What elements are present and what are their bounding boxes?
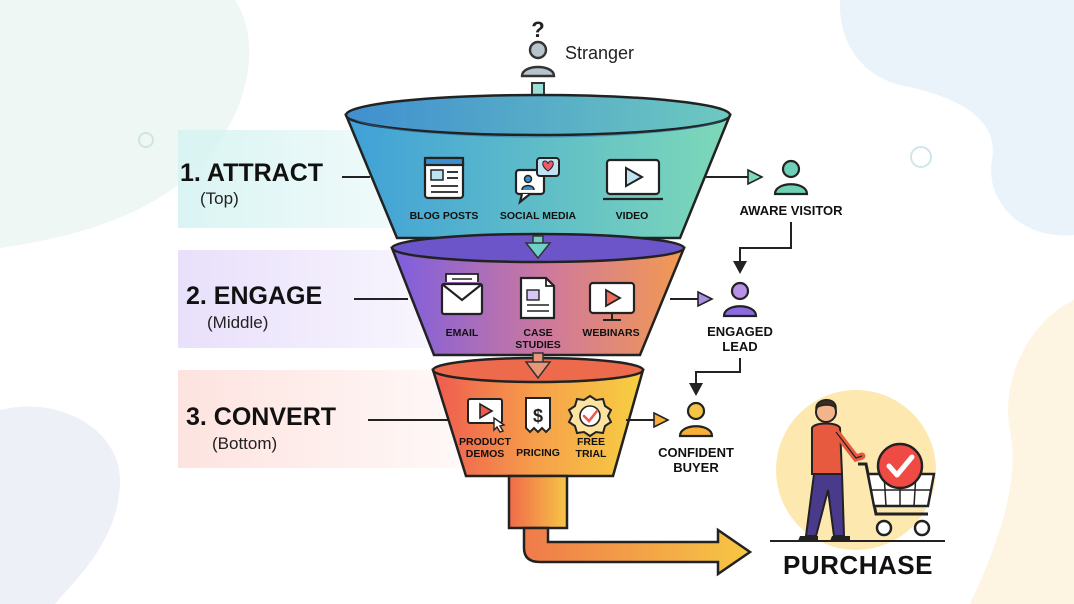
demo-screen-icon <box>467 398 506 433</box>
channel-pricing: $ PRICING <box>516 397 560 459</box>
channel-label: FREE <box>577 436 605 448</box>
svg-text:$: $ <box>533 406 543 426</box>
webinar-icon <box>588 281 636 321</box>
stage-title-engage: 2. ENGAGE <box>186 282 322 310</box>
stage-subtitle-engage: (Middle) <box>207 313 268 332</box>
channel-label: PRODUCT <box>459 436 512 448</box>
stage-label-engage: 2. ENGAGE (Middle) <box>186 282 408 332</box>
background-ring <box>910 146 932 168</box>
channel-label: VIDEO <box>616 210 649 222</box>
document-icon <box>423 156 465 200</box>
person-icon <box>773 159 809 196</box>
stage-label-attract: 1. ATTRACT (Top) <box>180 159 370 208</box>
channel-label: SOCIAL MEDIA <box>500 210 577 222</box>
channel-label: PRICING <box>516 447 560 459</box>
channel-label: CASE <box>523 327 552 339</box>
funnel-spout <box>507 474 753 577</box>
case-study-icon <box>519 276 556 320</box>
channel-email: EMAIL <box>440 273 484 339</box>
channel-free-trial: FREE TRIAL <box>567 394 613 460</box>
channel-blog-posts: BLOG POSTS <box>410 156 479 222</box>
shopping-cart-icon <box>858 442 936 537</box>
channel-label: BLOG POSTS <box>410 210 479 222</box>
persona-label-line2: BUYER <box>673 460 719 475</box>
purchase-scene: PURCHASE <box>770 390 945 580</box>
channel-product-demos: PRODUCT DEMOS <box>459 398 512 460</box>
stage-subtitle-convert: (Bottom) <box>212 434 277 453</box>
channel-video: VIDEO <box>603 158 663 222</box>
background-dot <box>138 132 154 148</box>
arrowhead <box>689 383 703 396</box>
price-tag-icon: $ <box>525 397 551 434</box>
arrowhead <box>653 411 670 429</box>
arrow-tier2-to-tier3 <box>524 352 552 380</box>
channel-label-line2: STUDIES <box>515 339 561 351</box>
stage-title-convert: 3. CONVERT <box>186 403 336 431</box>
channel-label-line2: DEMOS <box>466 448 505 460</box>
persona-label-line2: LEAD <box>722 339 757 354</box>
person-icon <box>520 40 556 78</box>
background-blob-bottom-left <box>0 406 120 604</box>
connector-visitor-to-lead <box>739 222 792 262</box>
persona-confident-buyer: CONFIDENT BUYER <box>626 401 734 475</box>
channel-label: WEBINARS <box>582 327 639 339</box>
person-icon <box>722 281 758 318</box>
persona-engaged-lead: ENGAGED LEAD <box>670 281 773 354</box>
connector-lead-to-buyer <box>695 358 741 384</box>
stage-subtitle-attract: (Top) <box>200 189 239 208</box>
play-icon <box>603 158 663 201</box>
persona-label: AWARE VISITOR <box>739 203 843 218</box>
channel-case-studies: CASE STUDIES <box>515 276 561 351</box>
stranger-question-mark: ? <box>531 17 544 42</box>
background-blob-top-right <box>839 0 1074 236</box>
check-circle-icon <box>876 442 924 490</box>
channel-webinars: WEBINARS <box>582 281 640 339</box>
purchase-label: PURCHASE <box>783 550 933 580</box>
person-icon <box>678 401 714 438</box>
arrowhead <box>747 168 764 186</box>
envelope-icon <box>440 273 484 316</box>
background-blob-bottom-right <box>970 300 1074 604</box>
persona-label: ENGAGED <box>707 324 773 339</box>
channel-label-line2: TRIAL <box>576 448 607 460</box>
arrowhead <box>697 290 714 308</box>
channel-social-media: SOCIAL MEDIA <box>500 157 577 222</box>
persona-aware-visitor: AWARE VISITOR <box>706 159 843 218</box>
background-blob-top-left <box>0 0 250 248</box>
arrow-tier1-to-tier2 <box>524 235 552 260</box>
stage-label-convert: 3. CONVERT (Bottom) <box>186 403 448 453</box>
shopper-figure <box>798 399 866 541</box>
stranger-node: ? Stranger <box>520 17 634 78</box>
stranger-label: Stranger <box>565 43 634 63</box>
arrowhead <box>733 261 747 274</box>
chat-bubble-icon <box>514 157 560 205</box>
stage-title-attract: 1. ATTRACT <box>180 159 323 187</box>
persona-label: CONFIDENT <box>658 445 734 460</box>
badge-check-icon <box>567 394 613 438</box>
channel-label: EMAIL <box>446 327 479 339</box>
